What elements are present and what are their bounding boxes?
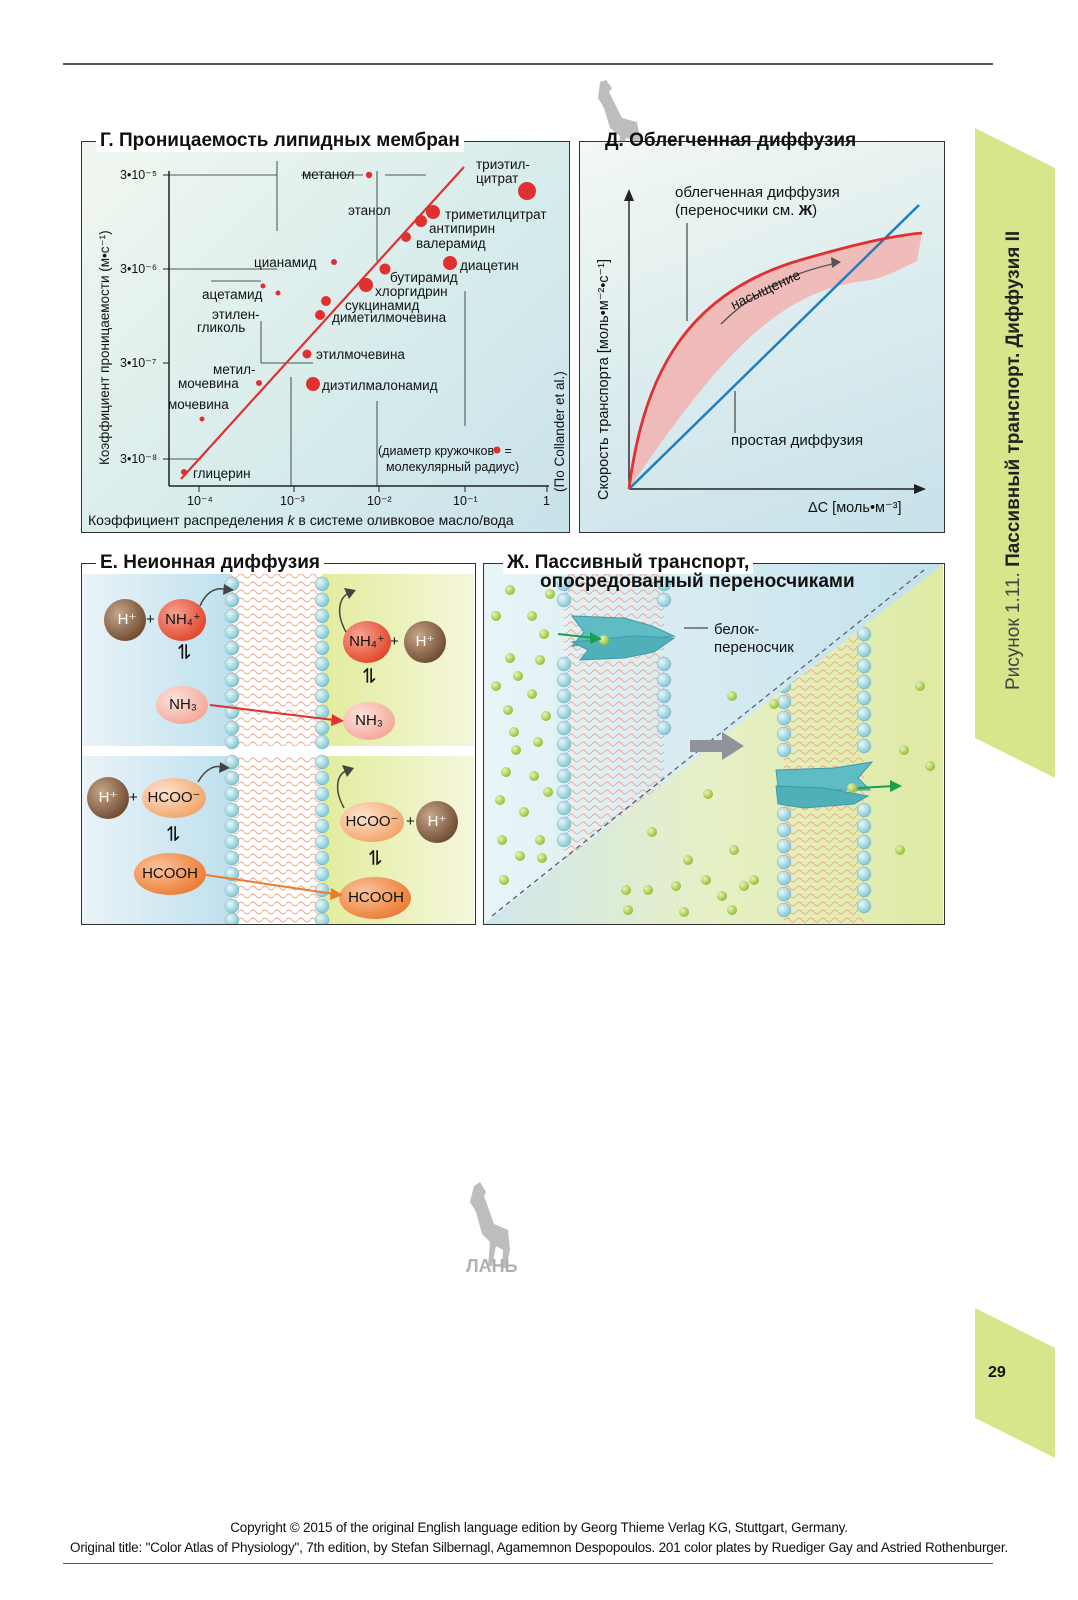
g-xtick-3: 10⁻² [367, 494, 392, 508]
e-eq2: ⇌ [357, 667, 380, 684]
g-lbl-trimetil: триметилцитрат [445, 207, 547, 222]
g-ytick-1: 3•10⁻⁵ [120, 168, 158, 182]
panel-e-title: Е. Неионная диффузия [96, 552, 324, 574]
zh-carrier-2: переносчик [714, 639, 794, 656]
e-nh4-1: NH₄⁺ [165, 611, 201, 628]
e-eq4: ⇌ [363, 849, 386, 866]
figure-label: Рисунок 1.11. [1003, 572, 1024, 690]
e-eq3: ⇌ [161, 825, 184, 842]
e-nh3-2: NH₃ [355, 712, 383, 729]
panel-d-title: Д. Облегченная диффузия [605, 130, 857, 151]
panel-g-chart [163, 161, 549, 492]
g-lbl-antipirin: антипирин [429, 221, 496, 236]
g-xtick-5: 1 [543, 494, 550, 508]
g-ytick-4: 3•10⁻⁸ [120, 452, 158, 466]
g-xtick-1: 10⁻⁴ [187, 494, 213, 508]
zh-carrier-1: белок- [714, 621, 760, 638]
e-hcoo-1: HCOO⁻ [147, 789, 201, 806]
panel-g [81, 141, 570, 533]
e-plus4: + [406, 813, 415, 830]
g-lbl-metil1: метил- [213, 362, 256, 377]
e-nh3-1: NH₃ [169, 696, 197, 713]
g-lbl-hlorgidrin: хлоргидрин [375, 284, 448, 299]
e-hcoo-2: HCOO⁻ [345, 813, 399, 830]
lan-logo-bottom: ЛАНЬ [466, 1182, 518, 1276]
page-number: 29 [988, 1364, 1006, 1381]
g-lbl-trietil1: триэтил- [476, 157, 530, 172]
sidebar-tab [975, 128, 1055, 778]
panel-zh-title-1: Ж. Пассивный транспорт, [503, 552, 754, 574]
g-lbl-butiramid: бутирамид [390, 270, 458, 285]
g-lbl-etilen1: этилен- [212, 307, 260, 322]
g-lbl-diacetin: диацетин [460, 258, 519, 273]
panel-g-title: Г. Проницаемость липидных мембран [96, 130, 464, 152]
g-xtick-2: 10⁻³ [280, 494, 305, 508]
e-eq1: ⇌ [172, 643, 195, 660]
page-number-tab [975, 1308, 1055, 1458]
d-curve2: простая диффузия [731, 432, 864, 449]
bottom-rule [63, 1563, 993, 1564]
panel-d-chart [624, 189, 926, 494]
e-plus1: + [146, 611, 155, 628]
top-rule [63, 63, 993, 65]
g-lbl-metanol: метанол [302, 167, 355, 182]
g-xtick-4: 10⁻¹ [453, 494, 478, 508]
panel-zh-diagram [484, 564, 943, 924]
g-lbl-etilmoch: этилмочевина [316, 347, 405, 362]
e-h1: H⁺ [117, 611, 137, 628]
watermark-text-bottom: ЛАНЬ [466, 1256, 518, 1276]
e-h4: H⁺ [427, 813, 447, 830]
d-xlabel: ΔC [моль•м⁻³] [808, 500, 902, 516]
d-curve1-l2: (переносчики см. Ж) [675, 202, 818, 219]
e-plus2: + [390, 633, 399, 650]
d-curve1-l1: облегченная диффузия [675, 184, 840, 201]
figure-title: Пассивный транспорт. Диффузия II [1003, 230, 1024, 567]
panel-zh-title-2: опосредованный переносчиками [540, 571, 855, 592]
g-ytick-2: 3•10⁻⁶ [120, 262, 157, 276]
e-h3: H⁺ [98, 789, 118, 806]
g-lbl-glicerin: глицерин [193, 466, 251, 481]
g-note-1: (диаметр кружочков = [378, 444, 512, 458]
g-lbl-etanol: этанол [348, 203, 391, 218]
g-ytick-3: 3•10⁻⁷ [120, 356, 157, 370]
g-lbl-mochevina: мочевина [168, 397, 229, 412]
g-lbl-sukcinamid: сукцинамид [345, 298, 420, 313]
e-hcooh-2: HCOOH [348, 889, 404, 906]
e-h2: H⁺ [415, 633, 435, 650]
footer-original-title: Original title: "Color Atlas of Physiolo… [70, 1540, 1008, 1555]
footer-copyright: Copyright © 2015 of the original English… [230, 1520, 848, 1535]
e-nh4-2: NH₄⁺ [349, 633, 385, 650]
g-note-2: молекулярный радиус) [386, 460, 520, 474]
g-lbl-acetamid: ацетамид [202, 287, 263, 302]
g-lbl-metil2: мочевина [178, 376, 239, 391]
panel-e-diagram [82, 574, 474, 924]
g-lbl-etilen2: гликоль [197, 320, 246, 335]
g-lbl-dimetil: диметилмочевина [332, 310, 447, 325]
g-xlabel: Коэффициент распределения k в системе ол… [88, 512, 514, 528]
e-hcooh-1: HCOOH [142, 865, 198, 882]
g-lbl-valeramid: валерамид [416, 236, 486, 251]
g-lbl-cianamid: цианамид [254, 255, 317, 270]
e-plus3: + [129, 789, 138, 806]
g-lbl-dietil: диэтилмалонамид [322, 378, 438, 393]
g-lbl-trietil2: цитрат [476, 171, 519, 186]
